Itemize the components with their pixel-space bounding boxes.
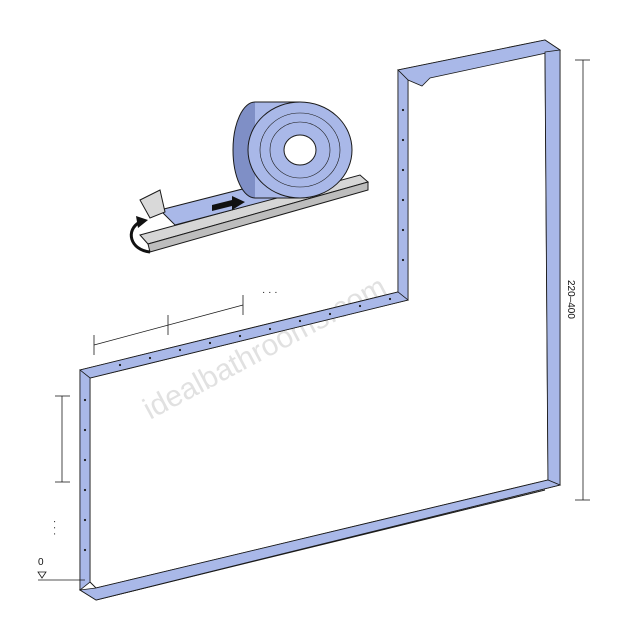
spacing-dimensions — [37, 59, 590, 581]
tape-top-right — [397, 39, 562, 87]
mounting-holes — [83, 108, 405, 552]
tape-bottom — [78, 479, 562, 601]
tape-roll-core — [283, 134, 317, 166]
arrow-right-icon — [212, 196, 245, 211]
continuation-marks-top: · · · — [262, 287, 278, 298]
height-dimension-label: 220–400 — [565, 280, 576, 319]
sealing-tape-bands — [78, 39, 562, 601]
tape-left-vertical — [79, 369, 91, 591]
curved-arrow-icon — [129, 216, 151, 254]
continuation-marks-left: · · · — [49, 520, 60, 536]
tape-flap — [139, 189, 166, 219]
tape-right-vertical — [544, 49, 561, 486]
tape-step-vertical — [397, 69, 409, 301]
zero-level-label: 0 — [38, 557, 44, 568]
tape-roll-inset — [129, 101, 370, 254]
